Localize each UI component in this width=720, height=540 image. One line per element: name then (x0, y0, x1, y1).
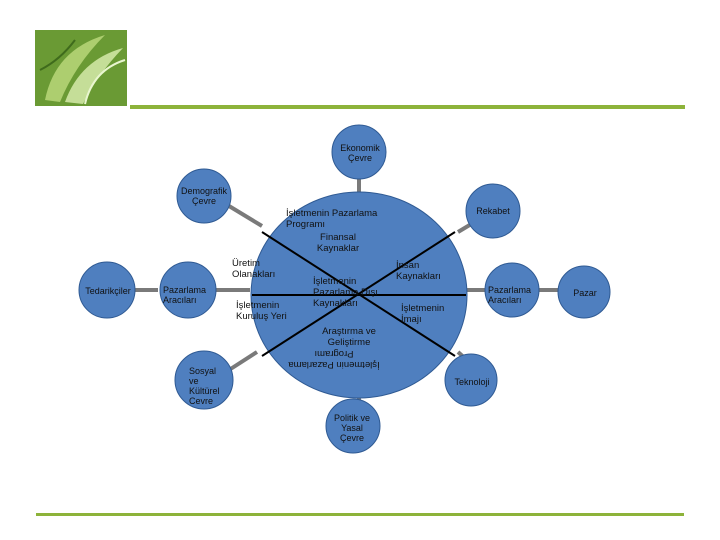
label-pazarlama-left: Pazarlama Aracıları (163, 285, 207, 305)
label-demografik: Demografik Çevre (180, 186, 227, 206)
node-pazar (557, 265, 611, 319)
label-disi: İşletmenin Pazarlama Dışı Kaynakları (313, 276, 378, 309)
label-pazar: Pazar (573, 288, 597, 298)
node-tedarikciler (78, 261, 136, 319)
label-tedarikciler: Tedarikçiler (85, 286, 131, 296)
label-teknoloji: Teknoloji (454, 377, 490, 387)
node-sosyal (174, 350, 234, 410)
label-imaj: İşletmenin İmajı (401, 303, 445, 325)
node-rekabet (465, 183, 521, 239)
node-demografik (176, 168, 232, 224)
arrow-sosyal (227, 350, 259, 372)
label-program-flipped: İşletmenin Pazarlama Programı (288, 348, 380, 370)
label-ekonomik: Ekonomik Çevre (340, 143, 380, 163)
logo-image (35, 30, 127, 106)
label-arastirma: Araştırma ve Geliştirme (322, 326, 376, 348)
label-insan: İnsan Kaynakları (396, 260, 441, 282)
label-uretim: Üretim Olanakları (232, 258, 276, 280)
label-sosyal: Sosyal ve Kültürel Çevre (189, 366, 220, 404)
label-program-title: İşletmenin Pazarlama Programı (286, 208, 378, 230)
label-pazarlama-right: Pazarlama Aracıları (488, 285, 532, 305)
bottom-rule (36, 513, 684, 516)
arrow-demografik (227, 204, 264, 228)
label-kurulus: İşletmenin Kuruluş Yeri (236, 300, 287, 322)
node-politik (325, 398, 381, 454)
label-finansal: Finansal Kaynaklar (316, 232, 360, 254)
label-rekabet: Rekabet (476, 206, 510, 216)
node-teknoloji (444, 353, 498, 407)
top-rule (130, 105, 685, 109)
label-politik: Politik ve Yasal Çevre (333, 413, 370, 443)
leaf-icon (35, 30, 127, 106)
node-pazarlama-left (159, 261, 217, 319)
node-pazarlama-right (484, 262, 540, 318)
node-ekonomik (331, 124, 387, 180)
